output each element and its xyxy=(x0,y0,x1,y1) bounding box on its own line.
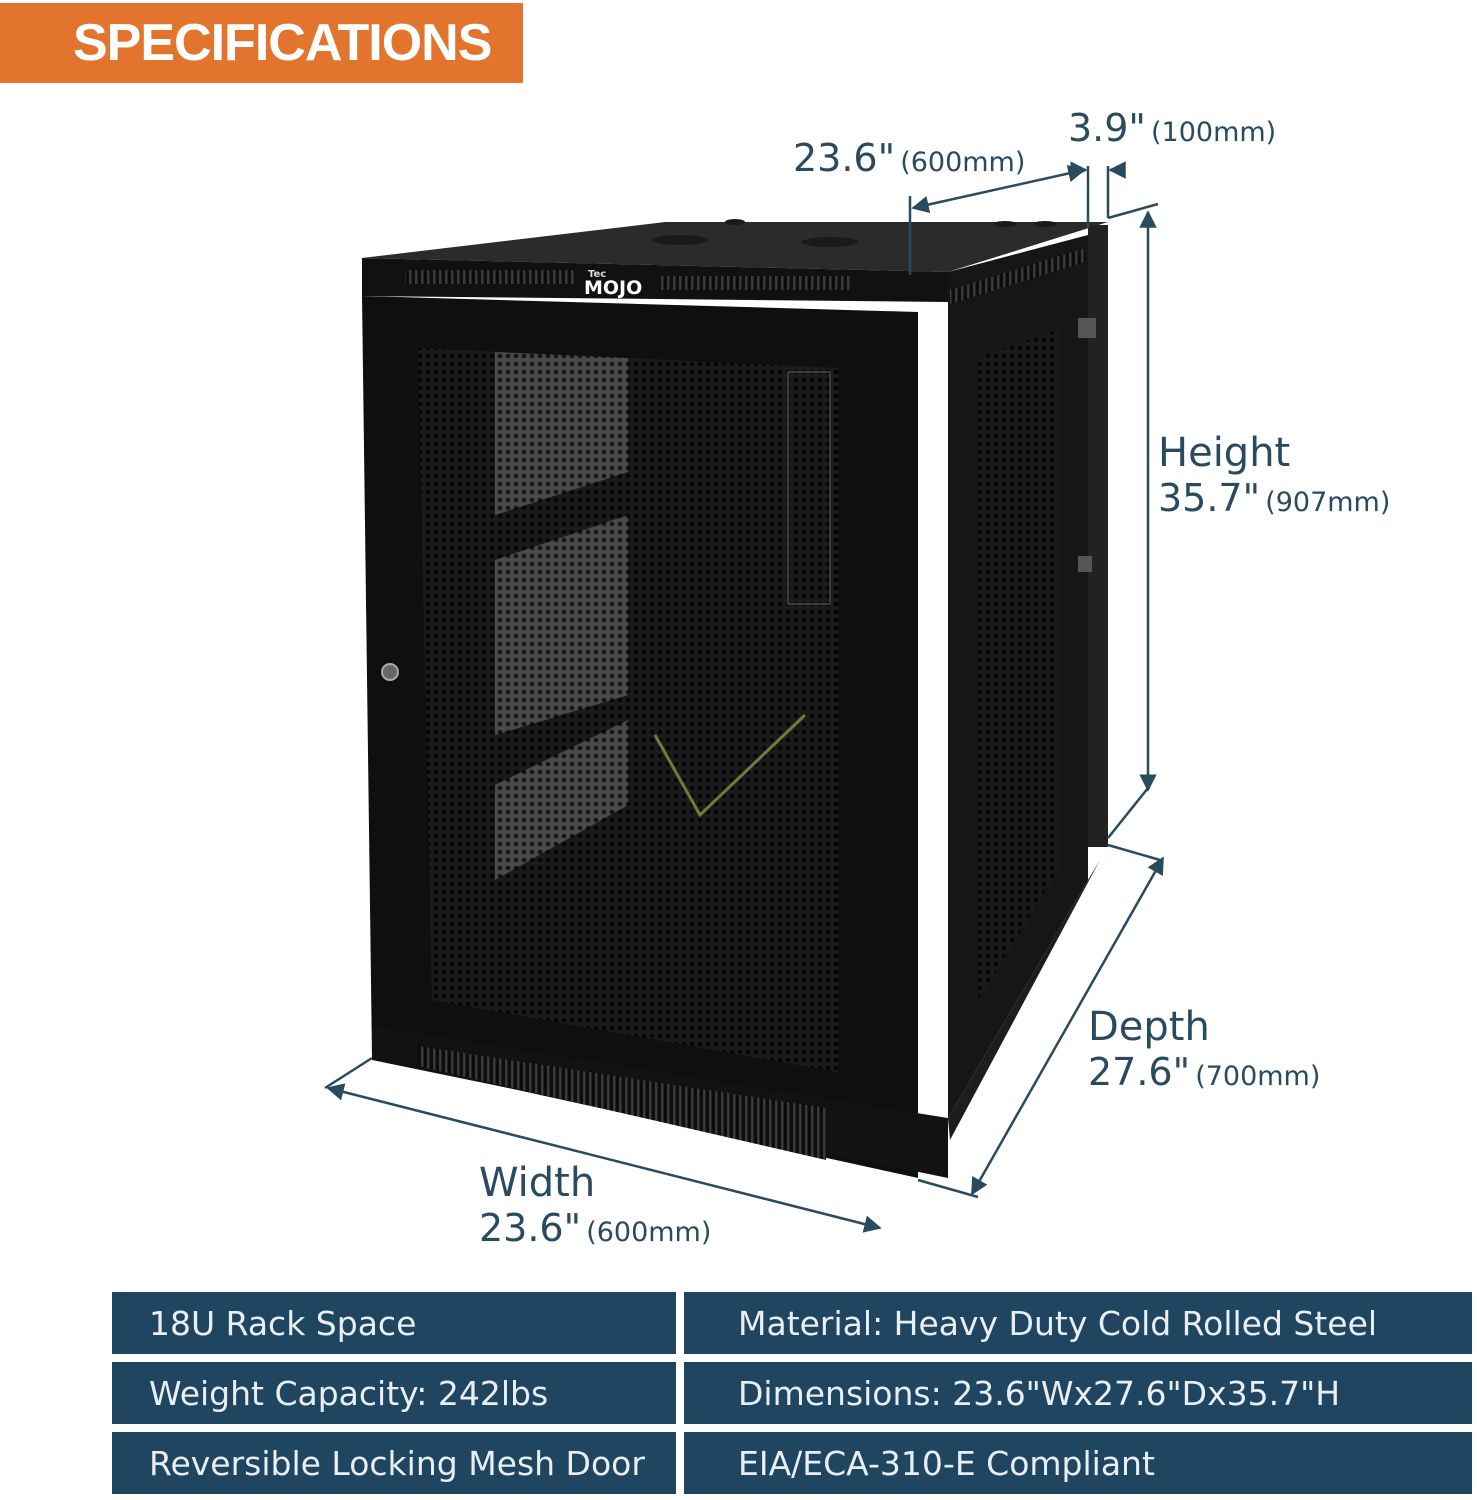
door-lock-icon xyxy=(381,663,399,681)
width-dimension: Width 23.6" (600mm) xyxy=(479,1160,711,1250)
brand-logo-small: Tec xyxy=(588,269,606,280)
side-mesh xyxy=(978,330,1058,1000)
brand-logo: MOJO xyxy=(584,277,642,299)
spec-compliance: EIA/ECA-310-E Compliant xyxy=(684,1432,1472,1494)
depth-arrow xyxy=(970,856,1165,1196)
height-dimension: Height 35.7" (907mm) xyxy=(1158,430,1390,520)
door-mesh-highlight-1 xyxy=(495,352,628,515)
spec-dimensions: Dimensions: 23.6"Wx27.6"Dx35.7"H xyxy=(684,1362,1472,1424)
width-arrow xyxy=(326,1083,882,1233)
door-mesh-highlight-2 xyxy=(495,515,628,735)
door-mesh-highlight-3 xyxy=(495,720,628,880)
top-width-arrow xyxy=(911,164,1086,214)
spec-rack-space: 18U Rack Space xyxy=(112,1292,676,1354)
width-value: 23.6" xyxy=(479,1206,582,1250)
height-label: Height xyxy=(1158,430,1291,476)
banner-title: SPECIFICATIONS xyxy=(73,14,492,72)
depth-label: Depth xyxy=(1088,1004,1210,1050)
side-latch-icon xyxy=(1078,556,1092,572)
spec-material: Material: Heavy Duty Cold Rolled Steel xyxy=(684,1292,1472,1354)
specifications-banner: SPECIFICATIONS xyxy=(0,3,523,83)
top-width-value: 23.6" xyxy=(793,136,896,180)
top-width-mm: (600mm) xyxy=(900,147,1026,178)
front-door-mesh xyxy=(418,348,838,1072)
top-width-dimension: 23.6" (600mm) xyxy=(793,136,1025,180)
depth-dimension: Depth 27.6" (700mm) xyxy=(1088,1004,1320,1094)
rack-cabinet-illustration: Tec MOJO xyxy=(324,161,1165,1233)
spec-door: Reversible Locking Mesh Door xyxy=(112,1432,676,1494)
top-side-value: 3.9" xyxy=(1068,106,1146,150)
width-label: Width xyxy=(479,1160,596,1206)
depth-value: 27.6" xyxy=(1088,1050,1191,1094)
spec-weight-capacity: Weight Capacity: 242lbs xyxy=(112,1362,676,1424)
height-value: 35.7" xyxy=(1158,476,1261,520)
top-side-mm: (100mm) xyxy=(1151,117,1277,148)
front-top-vents-right xyxy=(660,276,850,290)
side-hinge-icon xyxy=(1078,318,1096,338)
top-side-dimension: 3.9" (100mm) xyxy=(1068,106,1276,150)
height-mm: (907mm) xyxy=(1265,487,1391,518)
top-cable-holes xyxy=(652,219,1057,247)
width-mm: (600mm) xyxy=(586,1217,712,1248)
front-top-rail xyxy=(362,258,948,302)
front-top-vents-left xyxy=(405,270,575,284)
depth-mm: (700mm) xyxy=(1195,1061,1321,1092)
cabinet-top xyxy=(362,222,1108,272)
dimension-lines xyxy=(324,161,1165,1233)
side-vents xyxy=(950,248,1085,304)
